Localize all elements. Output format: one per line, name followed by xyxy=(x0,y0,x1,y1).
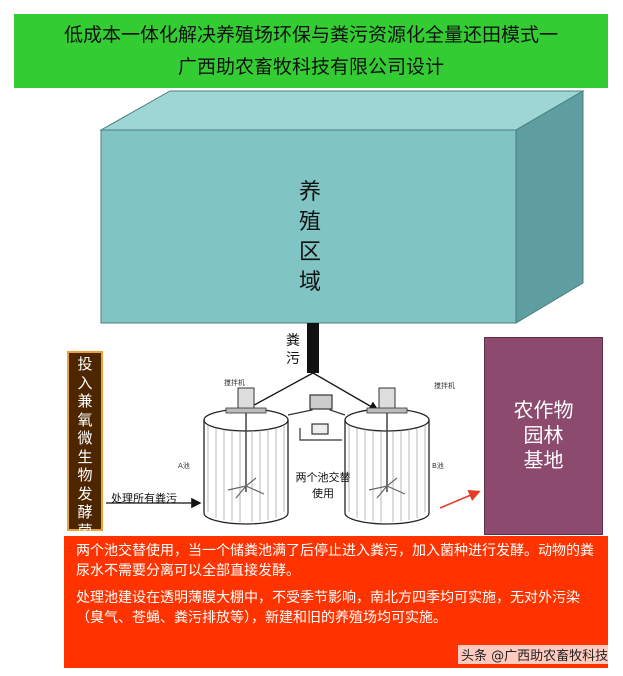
manure-pipe xyxy=(307,323,319,373)
two-pools-alternate-label: 两个池交替使用 xyxy=(295,471,351,500)
farmland-box xyxy=(484,337,603,535)
breeding-zone-label: 养殖区域 xyxy=(298,180,321,295)
breeding-zone-top xyxy=(99,90,585,131)
header-banner: 低成本一体化解决养殖场环保与粪污资源化全量还田模式一 广西助农畜牧科技有限公司设… xyxy=(14,14,608,88)
mixer-label-right: 搅拌机 xyxy=(434,382,455,390)
inoculant-box xyxy=(67,351,103,531)
info-paragraph-2: 处理池建设在透明薄膜大棚中，不受季节影响，南北方四季均可实施，无对外污染（臭气、… xyxy=(76,590,580,626)
pool-b-label: B池 xyxy=(432,462,444,470)
watermark: 头条 @广西助农畜牧科技 xyxy=(458,645,612,664)
pool-a-label: A池 xyxy=(178,462,190,470)
output-red-arrow xyxy=(439,489,481,509)
header-line-2: 广西助农畜牧科技有限公司设计 xyxy=(177,56,444,78)
treat-all-manure-label: 处理所有粪污 xyxy=(111,492,177,505)
mixer-label-left: 搅拌机 xyxy=(224,379,245,387)
mixer-motor-b xyxy=(378,387,396,411)
manure-arrow-left xyxy=(242,372,314,412)
center-pump xyxy=(287,394,346,441)
tank-a xyxy=(203,387,289,525)
info-paragraph-1: 两个池交替使用，当一个储粪池满了后停止进入粪污，加入菌种进行发酵。动物的粪尿水不… xyxy=(76,543,594,579)
manure-label: 粪污 xyxy=(286,333,300,367)
breeding-zone-box xyxy=(99,90,585,324)
tank-b xyxy=(344,387,430,525)
manure-arrow-right xyxy=(312,372,380,412)
inoculant-label: 投入兼氧微生物发酵菌种 xyxy=(77,355,93,558)
breeding-zone-front xyxy=(100,129,517,324)
breeding-zone-side xyxy=(515,90,584,324)
mixer-motor-a xyxy=(237,387,255,411)
header-line-1: 低成本一体化解决养殖场环保与粪污资源化全量还田模式一 xyxy=(63,24,558,46)
farmland-label: 农作物园林基地 xyxy=(513,398,574,472)
